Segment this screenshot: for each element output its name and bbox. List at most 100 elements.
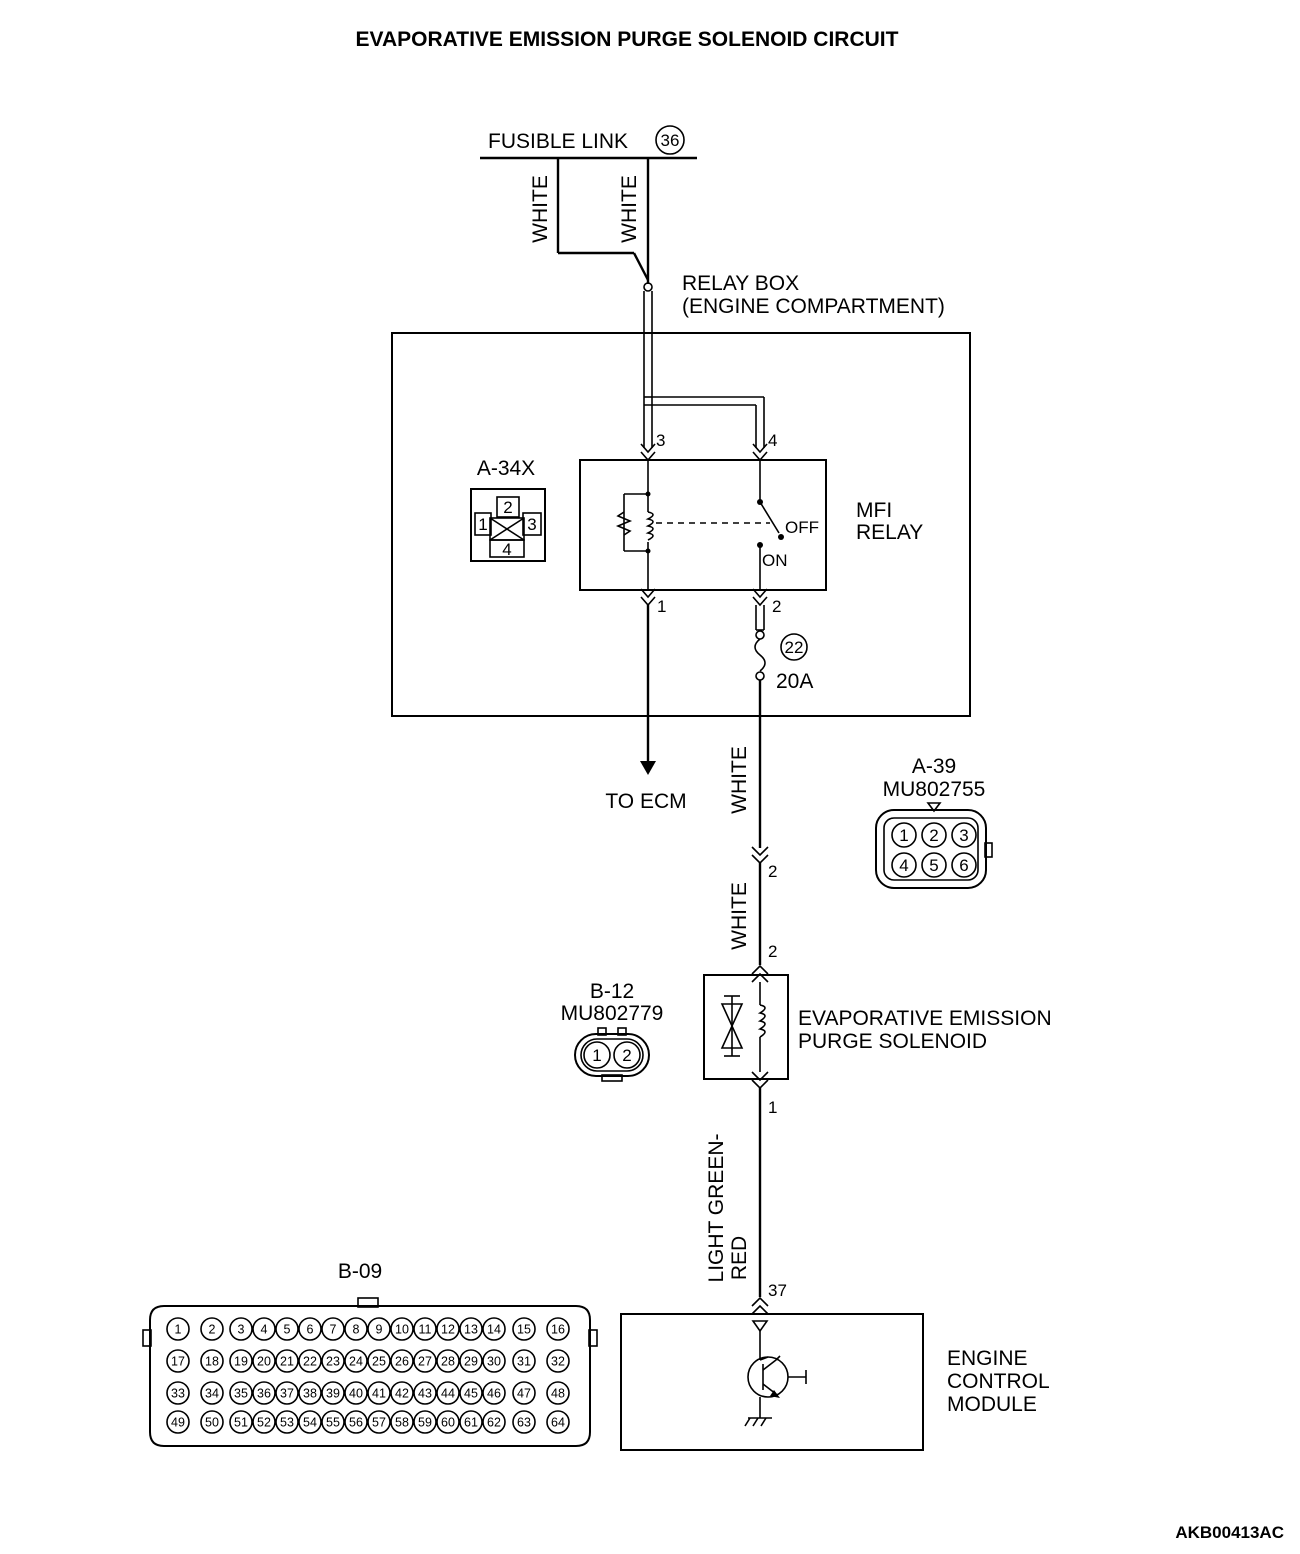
b09-pin-2: 2 (209, 1323, 216, 1337)
b09-pin-50: 50 (205, 1416, 219, 1430)
supply-wires (556, 158, 653, 292)
b09-pin-30: 30 (487, 1355, 501, 1369)
b09-pin-circle (229, 1349, 253, 1373)
b09-pin-15: 15 (517, 1323, 531, 1337)
a39-pin-2: 2 (929, 826, 938, 845)
b09-pin-6: 6 (307, 1323, 314, 1337)
b09-pin-circle (546, 1349, 570, 1373)
b09-pin-circle (252, 1317, 276, 1341)
b09-pin-circle (298, 1410, 322, 1434)
a39-label: A-39 (912, 755, 956, 778)
b09-pin-circle (166, 1381, 190, 1405)
b09-pin-circle (459, 1349, 483, 1373)
b09-pin-47: 47 (517, 1387, 531, 1401)
solenoid-sublabel: PURGE SOLENOID (798, 1030, 987, 1053)
b09-pin-circle (200, 1349, 224, 1373)
b09-pin-63: 63 (517, 1416, 531, 1430)
b09-pin-circle (166, 1410, 190, 1434)
b09-pin-38: 38 (303, 1387, 317, 1401)
b09-pin-circle (344, 1317, 368, 1341)
b09-pin-circle (436, 1410, 460, 1434)
b09-pin-circle (166, 1317, 190, 1341)
purge-solenoid (703, 974, 789, 1080)
b09-pin-circle (390, 1349, 414, 1373)
relay-box (391, 332, 971, 717)
connector-b12 (574, 1027, 650, 1082)
b09-pin-1: 1 (175, 1323, 182, 1337)
b09-pin-57: 57 (372, 1416, 386, 1430)
b09-pin-41: 41 (372, 1387, 386, 1401)
harness-pin-a39-in: 2 (768, 862, 777, 881)
connector-a34x (470, 488, 546, 562)
b09-pin-circle (252, 1381, 276, 1405)
solenoid-label: EVAPORATIVE EMISSION (798, 1007, 1052, 1030)
b09-pin-circle (275, 1317, 299, 1341)
b09-pin-circle (436, 1349, 460, 1373)
b09-pin-33: 33 (171, 1387, 185, 1401)
ecm-label-3: MODULE (947, 1393, 1037, 1416)
b09-pin-circle (367, 1317, 391, 1341)
b09-pin-27: 27 (418, 1355, 432, 1369)
b09-pin-circle (512, 1381, 536, 1405)
b09-pin-8: 8 (353, 1323, 360, 1337)
b09-pin-46: 46 (487, 1387, 501, 1401)
b09-pin-circle (200, 1317, 224, 1341)
a34x-pin-3: 3 (527, 515, 536, 534)
b09-pin-19: 19 (234, 1355, 248, 1369)
relay-pin-2: 2 (772, 597, 781, 616)
b09-pin-43: 43 (418, 1387, 432, 1401)
b09-label: B-09 (338, 1260, 382, 1283)
b09-pin-64: 64 (551, 1416, 565, 1430)
b09-pin-circle (512, 1410, 536, 1434)
b09-pin-circle (512, 1317, 536, 1341)
b09-pin-22: 22 (303, 1355, 317, 1369)
b09-pin-25: 25 (372, 1355, 386, 1369)
b09-pin-circle (413, 1410, 437, 1434)
b09-pin-29: 29 (464, 1355, 478, 1369)
b09-pin-circle (229, 1410, 253, 1434)
b09-pin-52: 52 (257, 1416, 271, 1430)
b09-pin-40: 40 (349, 1387, 363, 1401)
relay-feed-wire (643, 291, 765, 448)
b09-pin-24: 24 (349, 1355, 363, 1369)
b09-pin-61: 61 (464, 1416, 478, 1430)
fusible-link-label: FUSIBLE LINK (488, 130, 628, 153)
ecm-transistor (744, 1320, 807, 1427)
ecm-label-2: CONTROL (947, 1370, 1050, 1393)
wire-color-solenoid-to-ecm: LIGHT GREEN- (705, 1134, 728, 1283)
relay-box-sublabel: (ENGINE COMPARTMENT) (682, 295, 945, 318)
b09-pin-circle (321, 1349, 345, 1373)
b09-pin-circle (298, 1381, 322, 1405)
b09-pin-31: 31 (517, 1355, 531, 1369)
b09-pin-20: 20 (257, 1355, 271, 1369)
b09-pin-21: 21 (280, 1355, 294, 1369)
b09-pin-circle (390, 1317, 414, 1341)
a39-pin-6: 6 (959, 856, 968, 875)
b09-pin-circle (367, 1349, 391, 1373)
b09-pin-10: 10 (395, 1323, 409, 1337)
b09-pin-17: 17 (171, 1355, 185, 1369)
b09-pin-54: 54 (303, 1416, 317, 1430)
relay-pin-3: 3 (656, 431, 665, 450)
b09-pin-circle (298, 1317, 322, 1341)
wire-color-supply-right: WHITE (618, 175, 641, 243)
diagram-title: EVAPORATIVE EMISSION PURGE SOLENOID CIRC… (356, 28, 899, 51)
b12-label: B-12 (590, 980, 634, 1003)
a34x-label: A-34X (477, 457, 535, 480)
b09-pin-45: 45 (464, 1387, 478, 1401)
a39-pin-5: 5 (929, 856, 938, 875)
b09-pin-13: 13 (464, 1323, 478, 1337)
b09-pin-circle (321, 1381, 345, 1405)
b09-pin-28: 28 (441, 1355, 455, 1369)
b09-pin-circle (298, 1349, 322, 1373)
relay-pin-1: 1 (657, 597, 666, 616)
b12-pin-2: 2 (622, 1046, 631, 1065)
b09-pin-18: 18 (205, 1355, 219, 1369)
relay-box-label: RELAY BOX (682, 272, 799, 295)
figure-code: AKB00413AC (1175, 1523, 1284, 1542)
b09-pin-circle (413, 1381, 437, 1405)
wire-color-connector-to-solenoid: WHITE (728, 882, 751, 950)
b09-pin-48: 48 (551, 1387, 565, 1401)
a34x-pin-2: 2 (503, 498, 512, 517)
